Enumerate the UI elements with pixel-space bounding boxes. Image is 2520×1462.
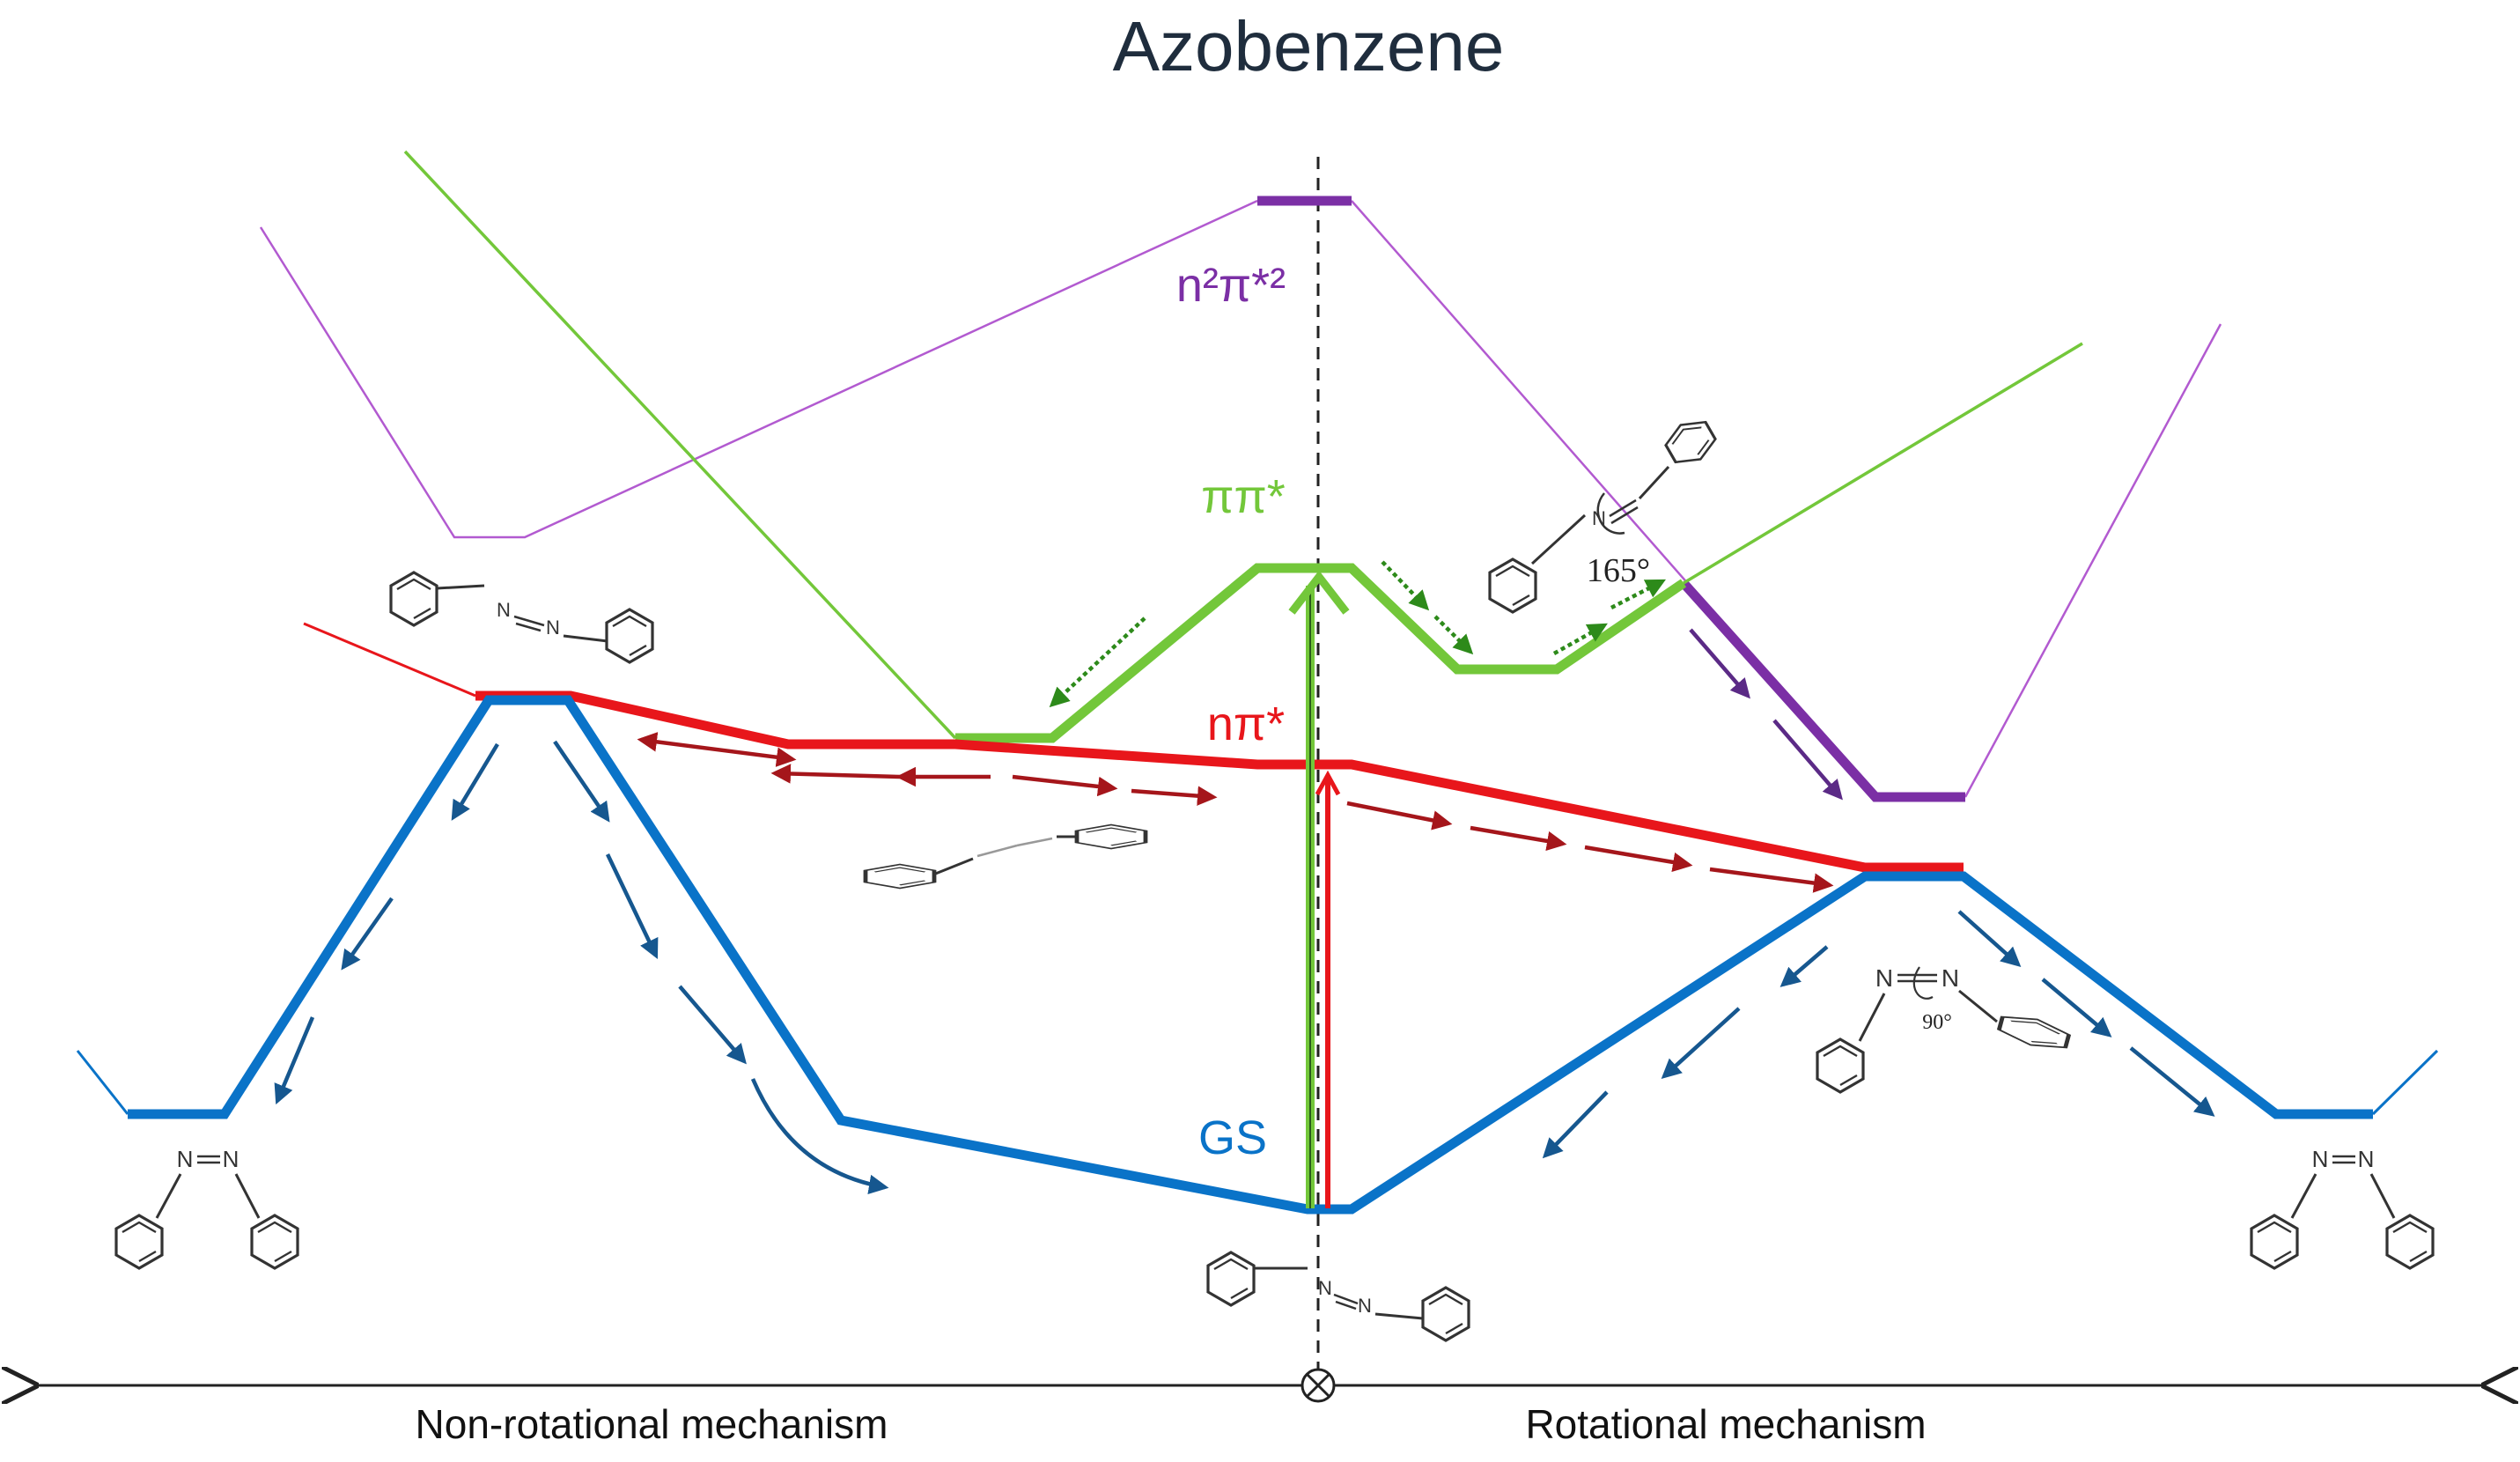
svg-text:N: N — [2358, 1146, 2375, 1172]
n2pi2-label: n²π*² — [1176, 259, 1286, 312]
npi-curve — [303, 622, 1964, 873]
cis-azobenzene-structure-right: N N — [2250, 1146, 2435, 1270]
svg-text:N: N — [223, 1146, 239, 1172]
cis-azobenzene-structure-left: N N — [114, 1146, 299, 1270]
svg-text:N: N — [177, 1146, 194, 1172]
svg-text:N: N — [1358, 1295, 1372, 1317]
svg-text:N: N — [497, 599, 511, 621]
gs-relax-arrows — [274, 740, 2215, 1195]
rotational-90-structure: N N 90° — [1816, 964, 2071, 1094]
n2pi2-curve — [259, 196, 2222, 802]
trans-azobenzene-structure-top: N N — [389, 571, 654, 664]
svg-text:N: N — [1942, 964, 1959, 992]
npi-label: nπ* — [1207, 698, 1285, 750]
pipi-label: ππ* — [1201, 470, 1286, 523]
svg-text:N: N — [546, 617, 560, 639]
svg-text:N: N — [1318, 1277, 1332, 1299]
gs-label: GS — [1198, 1111, 1267, 1164]
angle-90-label: 90° — [1922, 1011, 1952, 1034]
rotational-mechanism-label: Rotational mechanism — [1525, 1401, 1926, 1447]
mechanism-axis: Non-rotational mechanism Rotational mech… — [35, 1370, 2485, 1447]
n2pi2-relax-arrows — [1689, 628, 1843, 801]
pipi-curve — [403, 150, 2083, 743]
diagram-title: Azobenzene — [1113, 7, 1505, 85]
gs-curve — [76, 695, 2439, 1215]
inversion-transition-structure — [866, 825, 1146, 889]
svg-text:N: N — [2312, 1146, 2329, 1172]
vertical-excitation-arrows — [1288, 570, 1350, 1208]
pipi-path-arrows — [1049, 560, 1666, 708]
angle-165-label: 165° — [1587, 552, 1650, 589]
non-rotational-mechanism-label: Non-rotational mechanism — [416, 1401, 888, 1447]
trans-azobenzene-structure-center: N N — [1206, 1251, 1470, 1342]
npi-path-arrows — [637, 732, 1834, 893]
twisted-165-structure: N 165° — [1488, 412, 1722, 614]
svg-text:N: N — [1875, 964, 1893, 992]
